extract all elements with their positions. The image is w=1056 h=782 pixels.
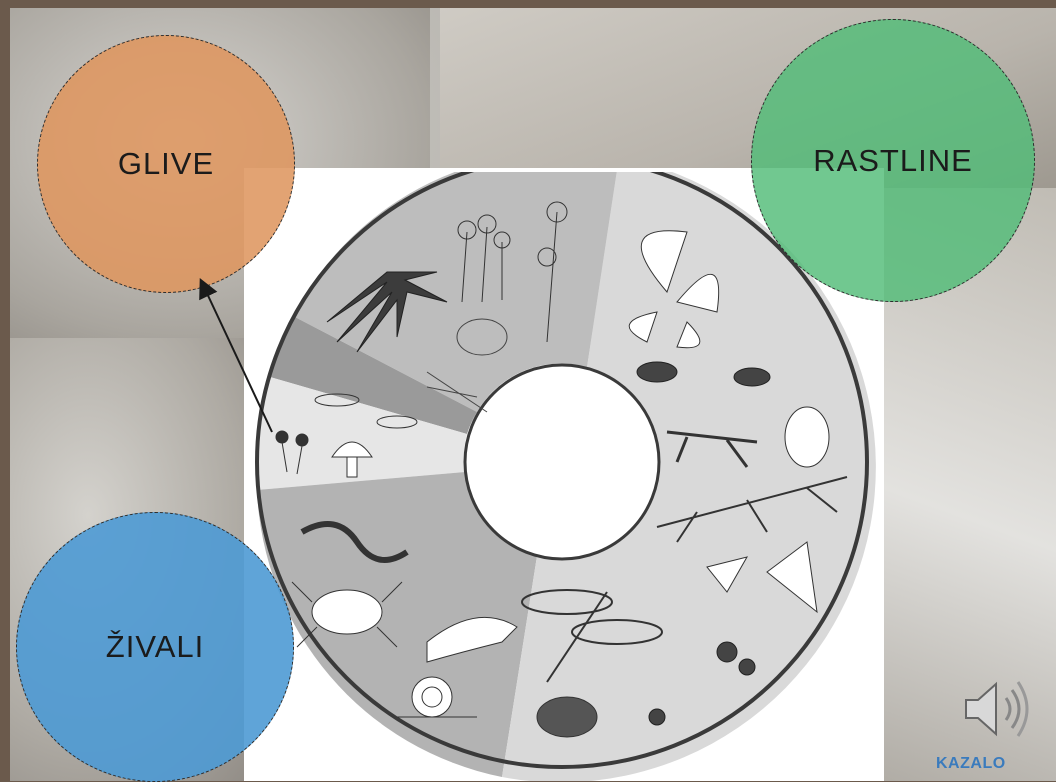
glive-circle[interactable]: GLIVE	[37, 35, 295, 293]
rastline-circle[interactable]: RASTLINE	[751, 19, 1035, 302]
zivali-circle[interactable]: ŽIVALI	[16, 512, 294, 782]
rastline-label: RASTLINE	[813, 143, 973, 179]
speaker-icon[interactable]	[962, 672, 1032, 746]
wheel-center	[465, 365, 659, 559]
zivali-label: ŽIVALI	[106, 629, 204, 665]
glive-label: GLIVE	[118, 146, 214, 182]
kazalo-link[interactable]: KAZALO	[936, 755, 1006, 773]
biodiversity-wheel	[247, 172, 877, 781]
